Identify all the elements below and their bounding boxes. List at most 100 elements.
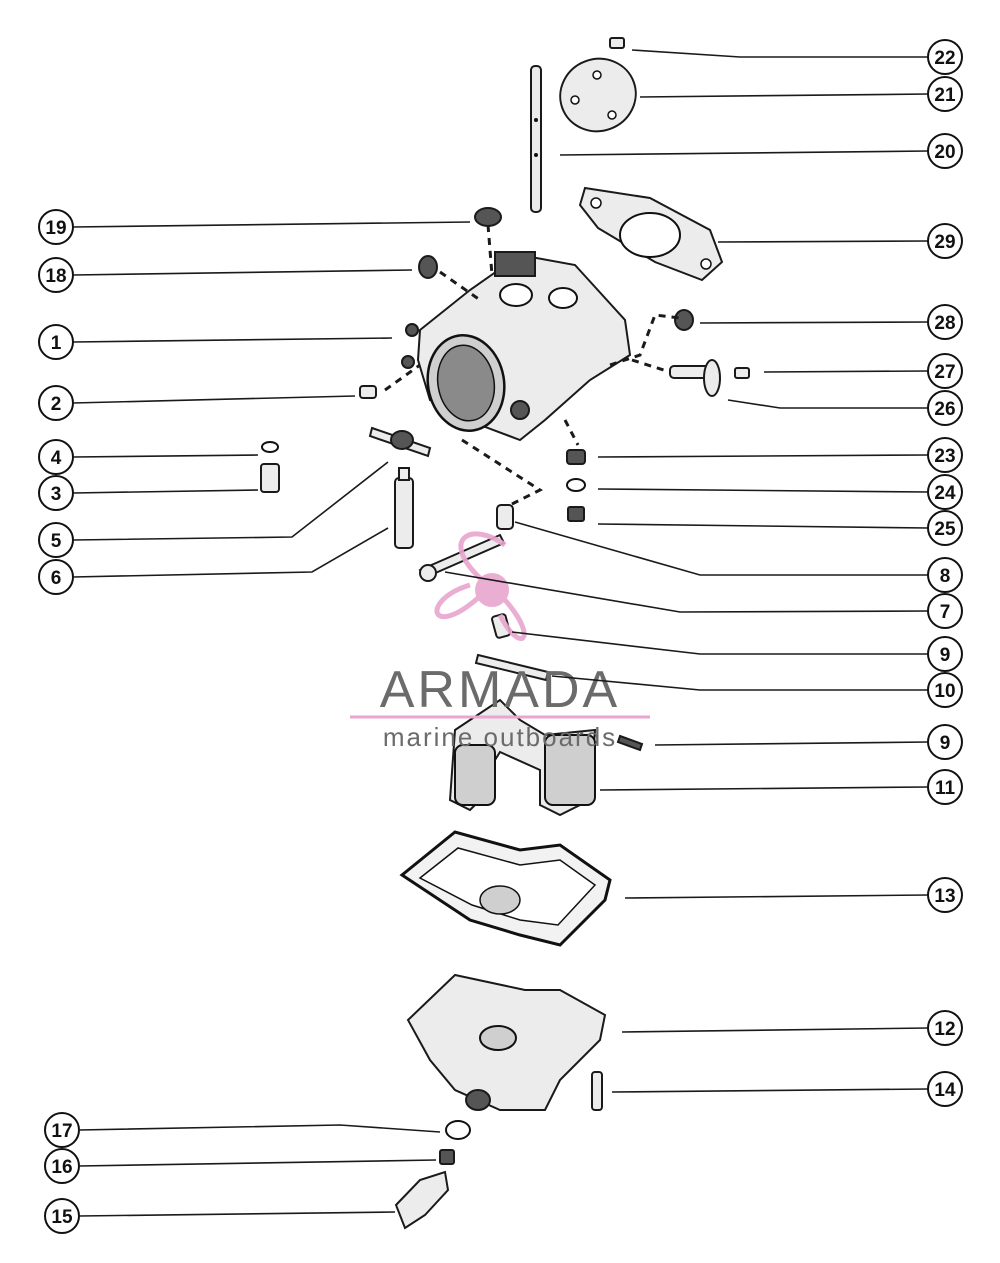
assembly-line — [631, 358, 671, 374]
callout-label: 19 — [45, 218, 66, 239]
float-pin-10 — [474, 653, 550, 682]
callout: 25 — [597, 510, 963, 546]
callout: 1 — [38, 324, 393, 360]
callout: 9 — [654, 724, 963, 760]
callout-label: 21 — [934, 85, 956, 106]
callout-label: 14 — [934, 1080, 956, 1101]
callout: 8 — [514, 521, 963, 593]
plug-28 — [674, 309, 694, 331]
carburetor-body-1 — [401, 251, 632, 442]
callout-label: 29 — [934, 232, 955, 253]
callout: 17 — [44, 1112, 441, 1148]
callout: 15 — [44, 1198, 396, 1234]
callout: 26 — [727, 390, 963, 426]
nozzle-8 — [496, 504, 514, 530]
cap-19 — [474, 207, 502, 227]
callout: 7 — [444, 571, 963, 629]
watermark-subtitle: marine outboards — [383, 722, 617, 752]
callout: 22 — [631, 39, 963, 75]
flange-gasket-29 — [578, 186, 724, 282]
screw-22 — [609, 37, 625, 49]
callout: 5 — [38, 461, 389, 558]
callout-label: 28 — [934, 313, 955, 334]
part-illustrations — [260, 37, 750, 1230]
spring-25 — [567, 506, 585, 522]
screw-2 — [359, 385, 377, 399]
callout: 13 — [624, 877, 963, 913]
callout-layer: 22 21 20 29 28 27 26 — [38, 39, 963, 1234]
callout: 9 — [511, 631, 963, 672]
callout: 21 — [639, 76, 963, 112]
watermark-title: ARMADA — [380, 661, 620, 719]
callout-label: 2 — [51, 394, 62, 415]
assembly-line — [563, 419, 580, 446]
callout-label: 9 — [940, 733, 951, 754]
idle-adjust-26 — [669, 359, 721, 397]
callout-label: 26 — [934, 399, 955, 420]
assembly-line — [609, 313, 681, 367]
callout-label: 15 — [51, 1207, 73, 1228]
callout-label: 11 — [935, 778, 956, 799]
float-bowl-12 — [406, 973, 607, 1111]
screw-14 — [591, 1071, 603, 1111]
callout: 16 — [44, 1148, 437, 1184]
callout-label: 9 — [940, 645, 951, 666]
callout: 6 — [38, 527, 389, 595]
callout: 23 — [597, 437, 963, 473]
callout-label: 13 — [934, 886, 955, 907]
assembly-line — [439, 270, 481, 302]
callout-label: 18 — [45, 266, 66, 287]
o-ring-17 — [445, 1120, 471, 1140]
callout-label: 5 — [51, 531, 62, 552]
callout-label: 17 — [51, 1121, 72, 1142]
jet-16 — [439, 1149, 455, 1165]
armada-watermark: ARMADA marine outboards — [350, 531, 650, 752]
washer-24 — [566, 478, 586, 492]
float-11 — [448, 698, 597, 817]
washer-4 — [261, 441, 279, 453]
callout: 10 — [551, 672, 963, 708]
callout-label: 22 — [934, 48, 955, 69]
callout: 12 — [621, 1010, 963, 1046]
callout: 11 — [599, 769, 963, 805]
callout-label: 24 — [934, 483, 956, 504]
plug-18 — [418, 255, 438, 279]
callout-label: 4 — [51, 448, 62, 469]
callout: 28 — [699, 304, 963, 340]
shaft-20 — [530, 65, 542, 213]
callout: 20 — [559, 133, 963, 169]
fitting-3 — [260, 463, 280, 493]
callout: 2 — [38, 385, 356, 421]
callout-label: 12 — [934, 1019, 955, 1040]
callout-label: 23 — [934, 446, 955, 467]
callout: 3 — [38, 475, 259, 511]
seal-23 — [566, 449, 586, 465]
callout-label: 27 — [934, 362, 955, 383]
callout: 29 — [717, 223, 963, 259]
callout-label: 16 — [51, 1157, 72, 1178]
callout-label: 10 — [934, 681, 955, 702]
bowl-gasket-13 — [399, 830, 612, 947]
callout: 18 — [38, 257, 413, 293]
callout-label: 8 — [940, 566, 951, 587]
assembly-line — [384, 363, 421, 392]
cover-plate-21 — [559, 57, 637, 133]
drain-plug-15 — [394, 1170, 450, 1230]
screw-27 — [734, 367, 750, 379]
callout: 27 — [763, 353, 963, 389]
pin-9-lower — [616, 734, 644, 752]
callout-label: 6 — [51, 568, 62, 589]
lever-5 — [368, 426, 432, 458]
callout-label: 25 — [934, 519, 956, 540]
callout-label: 7 — [940, 602, 951, 623]
callout-label: 20 — [934, 142, 955, 163]
callout: 14 — [611, 1071, 963, 1107]
callout-label: 3 — [51, 484, 62, 505]
callout-label: 1 — [51, 333, 62, 354]
needle-valve-6 — [394, 467, 414, 549]
callout: 19 — [38, 209, 471, 245]
assembly-line — [486, 224, 494, 276]
callout: 4 — [38, 439, 259, 475]
callout: 24 — [597, 474, 963, 510]
